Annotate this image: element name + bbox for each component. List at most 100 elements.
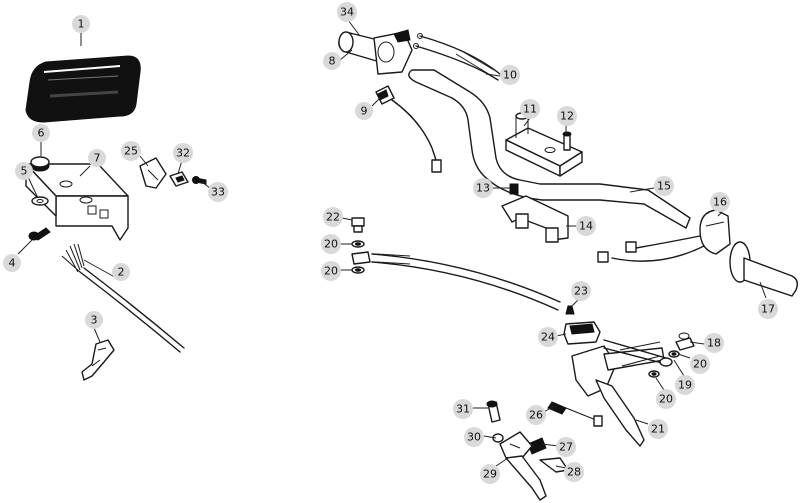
callout-13: 13 <box>473 178 493 198</box>
leader-lines <box>17 19 767 469</box>
svg-text:4: 4 <box>9 257 16 270</box>
svg-text:5: 5 <box>21 165 28 178</box>
callout-19: 19 <box>675 375 695 395</box>
banjo-fitting <box>351 251 371 265</box>
brake-banjo <box>659 357 673 367</box>
callout-29: 29 <box>480 464 500 484</box>
throttle-grip <box>338 31 381 63</box>
callout-4: 4 <box>3 254 21 272</box>
mounting-bracket <box>25 163 129 241</box>
svg-text:19: 19 <box>678 379 692 392</box>
copper-washer-b <box>351 266 365 274</box>
callout-12: 12 <box>557 106 577 126</box>
callout-6: 6 <box>32 124 50 142</box>
callout-8: 8 <box>323 52 341 70</box>
washer <box>31 196 49 206</box>
brake-hose <box>603 339 667 365</box>
callout-20-clutch-upper: 20 <box>321 234 341 254</box>
brake-washer-lower <box>648 370 660 378</box>
svg-text:9: 9 <box>361 105 368 118</box>
callout-5: 5 <box>15 162 33 180</box>
callout-23: 23 <box>571 281 591 301</box>
svg-text:20: 20 <box>324 265 338 278</box>
callout-31: 31 <box>453 399 473 419</box>
throttle-housing <box>373 29 413 75</box>
svg-text:20: 20 <box>693 358 707 371</box>
callout-11: 11 <box>520 99 540 119</box>
riser-bolt <box>509 183 519 195</box>
master-cylinder <box>571 341 665 397</box>
svg-text:26: 26 <box>529 409 543 422</box>
switch-unit <box>699 209 731 255</box>
svg-text:10: 10 <box>503 69 517 82</box>
svg-text:1: 1 <box>78 18 85 31</box>
callout-30: 30 <box>464 427 484 447</box>
callout-1: 1 <box>72 15 90 33</box>
svg-text:12: 12 <box>560 110 574 123</box>
lever-pivot-bolt <box>486 400 501 423</box>
callout-24: 24 <box>538 327 558 347</box>
svg-text:17: 17 <box>761 303 775 316</box>
callout-16: 16 <box>710 192 730 212</box>
svg-text:22: 22 <box>326 211 340 224</box>
svg-text:8: 8 <box>329 55 336 68</box>
switch-connector <box>375 85 442 173</box>
svg-text:16: 16 <box>713 196 727 209</box>
svg-text:24: 24 <box>541 331 555 344</box>
svg-text:21: 21 <box>651 423 665 436</box>
left-grip <box>729 241 799 297</box>
svg-text:6: 6 <box>38 127 45 140</box>
callout-15: 15 <box>654 176 674 196</box>
reservoir-cap <box>563 321 601 345</box>
callout-14: 14 <box>576 216 596 236</box>
svg-text:18: 18 <box>707 337 721 350</box>
rubber-grommet <box>30 156 50 172</box>
svg-text:30: 30 <box>467 431 481 444</box>
callout-27: 27 <box>556 437 576 457</box>
speedometer-cable <box>61 243 185 353</box>
callout-20-brake-upper: 20 <box>690 354 710 374</box>
callout-21: 21 <box>648 419 668 439</box>
callout-17: 17 <box>758 299 778 319</box>
svg-text:14: 14 <box>579 220 593 233</box>
callout-34: 34 <box>337 2 357 22</box>
svg-text:29: 29 <box>483 468 497 481</box>
banjo-bolt <box>351 217 365 233</box>
callout-18: 18 <box>704 333 724 353</box>
instrument-cluster <box>25 55 141 123</box>
svg-text:33: 33 <box>211 186 225 199</box>
callout-10: 10 <box>500 65 520 85</box>
clutch-lever <box>505 455 569 501</box>
callout-28: 28 <box>564 462 584 482</box>
small-bolt <box>192 176 207 185</box>
callout-2: 2 <box>112 263 130 281</box>
callout-9: 9 <box>355 102 373 120</box>
svg-text:28: 28 <box>567 466 581 479</box>
callout-20-brake-lower: 20 <box>656 389 676 409</box>
brake-bolt <box>675 332 695 351</box>
clutch-cable <box>371 253 561 311</box>
svg-text:3: 3 <box>91 314 98 327</box>
callout-20-clutch-lower: 20 <box>321 261 341 281</box>
brake-lever <box>595 379 645 447</box>
screw <box>28 227 51 241</box>
callout-25: 25 <box>121 141 141 161</box>
svg-text:34: 34 <box>340 6 354 19</box>
callout-26: 26 <box>526 405 546 425</box>
svg-text:11: 11 <box>523 103 537 116</box>
svg-text:25: 25 <box>124 145 138 158</box>
svg-text:27: 27 <box>559 441 573 454</box>
svg-text:7: 7 <box>94 152 101 165</box>
copper-washer-a <box>351 240 365 248</box>
callout-3: 3 <box>85 311 103 329</box>
callout-7: 7 <box>88 149 106 167</box>
handlebar <box>408 69 691 229</box>
callout-33: 33 <box>208 182 228 202</box>
clip-nut <box>169 171 189 187</box>
svg-text:13: 13 <box>476 182 490 195</box>
lower-riser <box>501 195 569 243</box>
clamp-bolt <box>562 131 572 151</box>
svg-text:23: 23 <box>574 285 588 298</box>
callout-22: 22 <box>323 207 343 227</box>
